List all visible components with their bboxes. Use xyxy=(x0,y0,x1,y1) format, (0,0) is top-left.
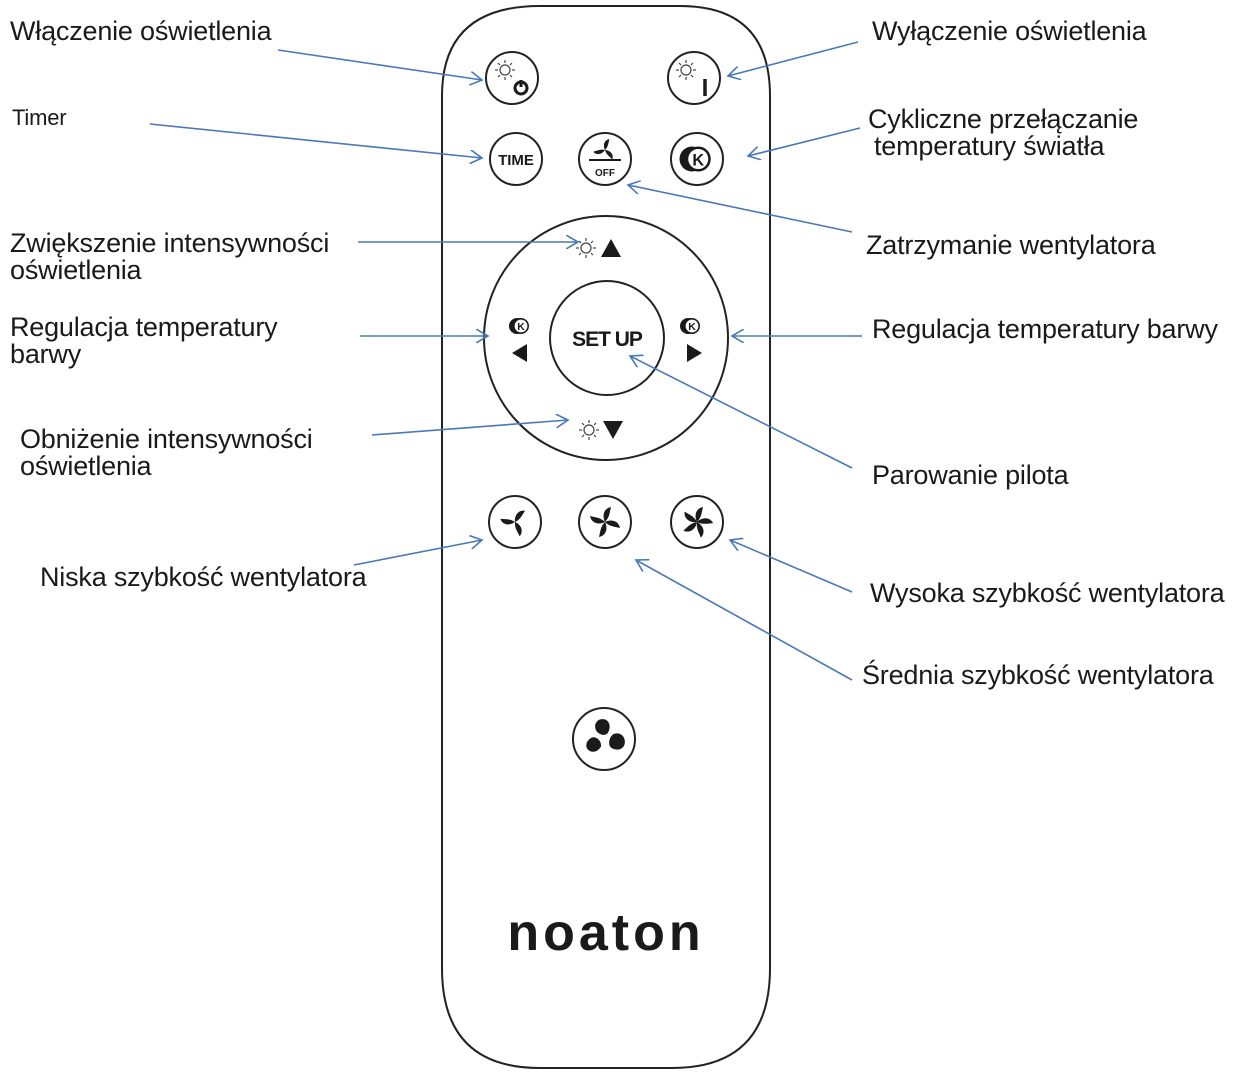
svg-text:K: K xyxy=(517,322,525,333)
label-brightness-up: Zwiększenie intensywności oświetlenia xyxy=(10,230,329,284)
label-color-temp-left-line1: Regulacja temperatury xyxy=(10,312,278,342)
label-color-temp-left-line2: barwy xyxy=(10,339,82,369)
svg-text:K: K xyxy=(688,322,696,333)
label-brightness-down-line1: Obniżenie intensywności xyxy=(20,424,313,454)
label-color-cycle-line2: temperatury światła xyxy=(874,131,1105,161)
arrow-fan-low xyxy=(353,540,482,566)
arrow-light-on xyxy=(277,49,482,80)
annotation-arrows xyxy=(149,41,862,681)
label-color-cycle: Cykliczne przełączanie temperatury świat… xyxy=(868,106,1138,160)
label-fan-low: Niska szybkość wentylatora xyxy=(40,562,367,592)
setup-button[interactable]: SET UP xyxy=(549,280,665,396)
arrow-timer xyxy=(149,123,482,158)
time-button[interactable]: TIME xyxy=(489,132,543,186)
brightness-down-button[interactable] xyxy=(578,419,623,441)
time-button-label: TIME xyxy=(498,152,534,169)
light-on-button[interactable] xyxy=(485,51,539,105)
arrow-pairing xyxy=(630,356,853,469)
light-off-button[interactable] xyxy=(667,51,721,105)
arrow-fan-high xyxy=(730,540,853,593)
label-light-off: Wyłączenie oświetlenia xyxy=(872,16,1147,46)
triangle-up-icon xyxy=(601,239,621,257)
brightness-up-button[interactable] xyxy=(575,237,621,259)
label-brightness-up-line1: Zwiększenie intensywności xyxy=(10,228,330,258)
label-brightness-up-line2: oświetlenia xyxy=(10,255,142,285)
label-timer: Timer xyxy=(12,105,67,130)
arrow-brightness-down xyxy=(371,420,568,436)
triangle-down-icon xyxy=(603,421,623,439)
fan-main-button[interactable] xyxy=(572,707,636,771)
label-fan-high: Wysoka szybkość wentylatora xyxy=(870,578,1225,608)
triangle-right-icon xyxy=(687,344,702,362)
label-fan-medium: Średnia szybkość wentylatora xyxy=(862,660,1214,690)
triangle-left-icon xyxy=(512,344,527,362)
label-color-temp-left: Regulacja temperatury barwy xyxy=(10,312,278,369)
fan-high-button[interactable] xyxy=(670,495,724,549)
arrow-color-cycle xyxy=(748,127,861,156)
brand-logo: noaton xyxy=(507,904,704,962)
label-color-cycle-line1: Cykliczne przełączanie xyxy=(868,104,1139,134)
fan-low-button[interactable] xyxy=(488,495,542,549)
color-cycle-button[interactable]: K xyxy=(670,132,724,186)
label-light-on: Włączenie oświetlenia xyxy=(10,16,272,46)
fan-off-label: OFF xyxy=(595,168,615,179)
color-temp-left-button[interactable]: K xyxy=(509,317,530,362)
kelvin-icon: K xyxy=(679,146,711,172)
label-fan-stop: Zatrzymanie wentylatora xyxy=(866,230,1156,260)
fan-icon xyxy=(586,719,625,752)
fan-off-button[interactable]: OFF xyxy=(578,132,632,186)
power-icon xyxy=(513,80,529,96)
label-brightness-down: Obniżenie intensywności oświetlenia xyxy=(20,426,313,480)
arrow-fan-medium xyxy=(636,560,853,681)
label-brightness-down-line2: oświetlenia xyxy=(20,451,152,481)
arrow-light-off xyxy=(728,41,859,76)
arrow-fan-stop xyxy=(628,185,853,233)
label-pairing: Parowanie pilota xyxy=(872,460,1069,490)
fan-medium-button[interactable] xyxy=(578,495,632,549)
label-color-temp-right: Regulacja temperatury barwy xyxy=(872,314,1218,344)
setup-button-label: SET UP xyxy=(572,328,643,351)
color-temp-right-button[interactable]: K xyxy=(680,317,702,362)
kelvin-k-label: K xyxy=(692,151,704,169)
